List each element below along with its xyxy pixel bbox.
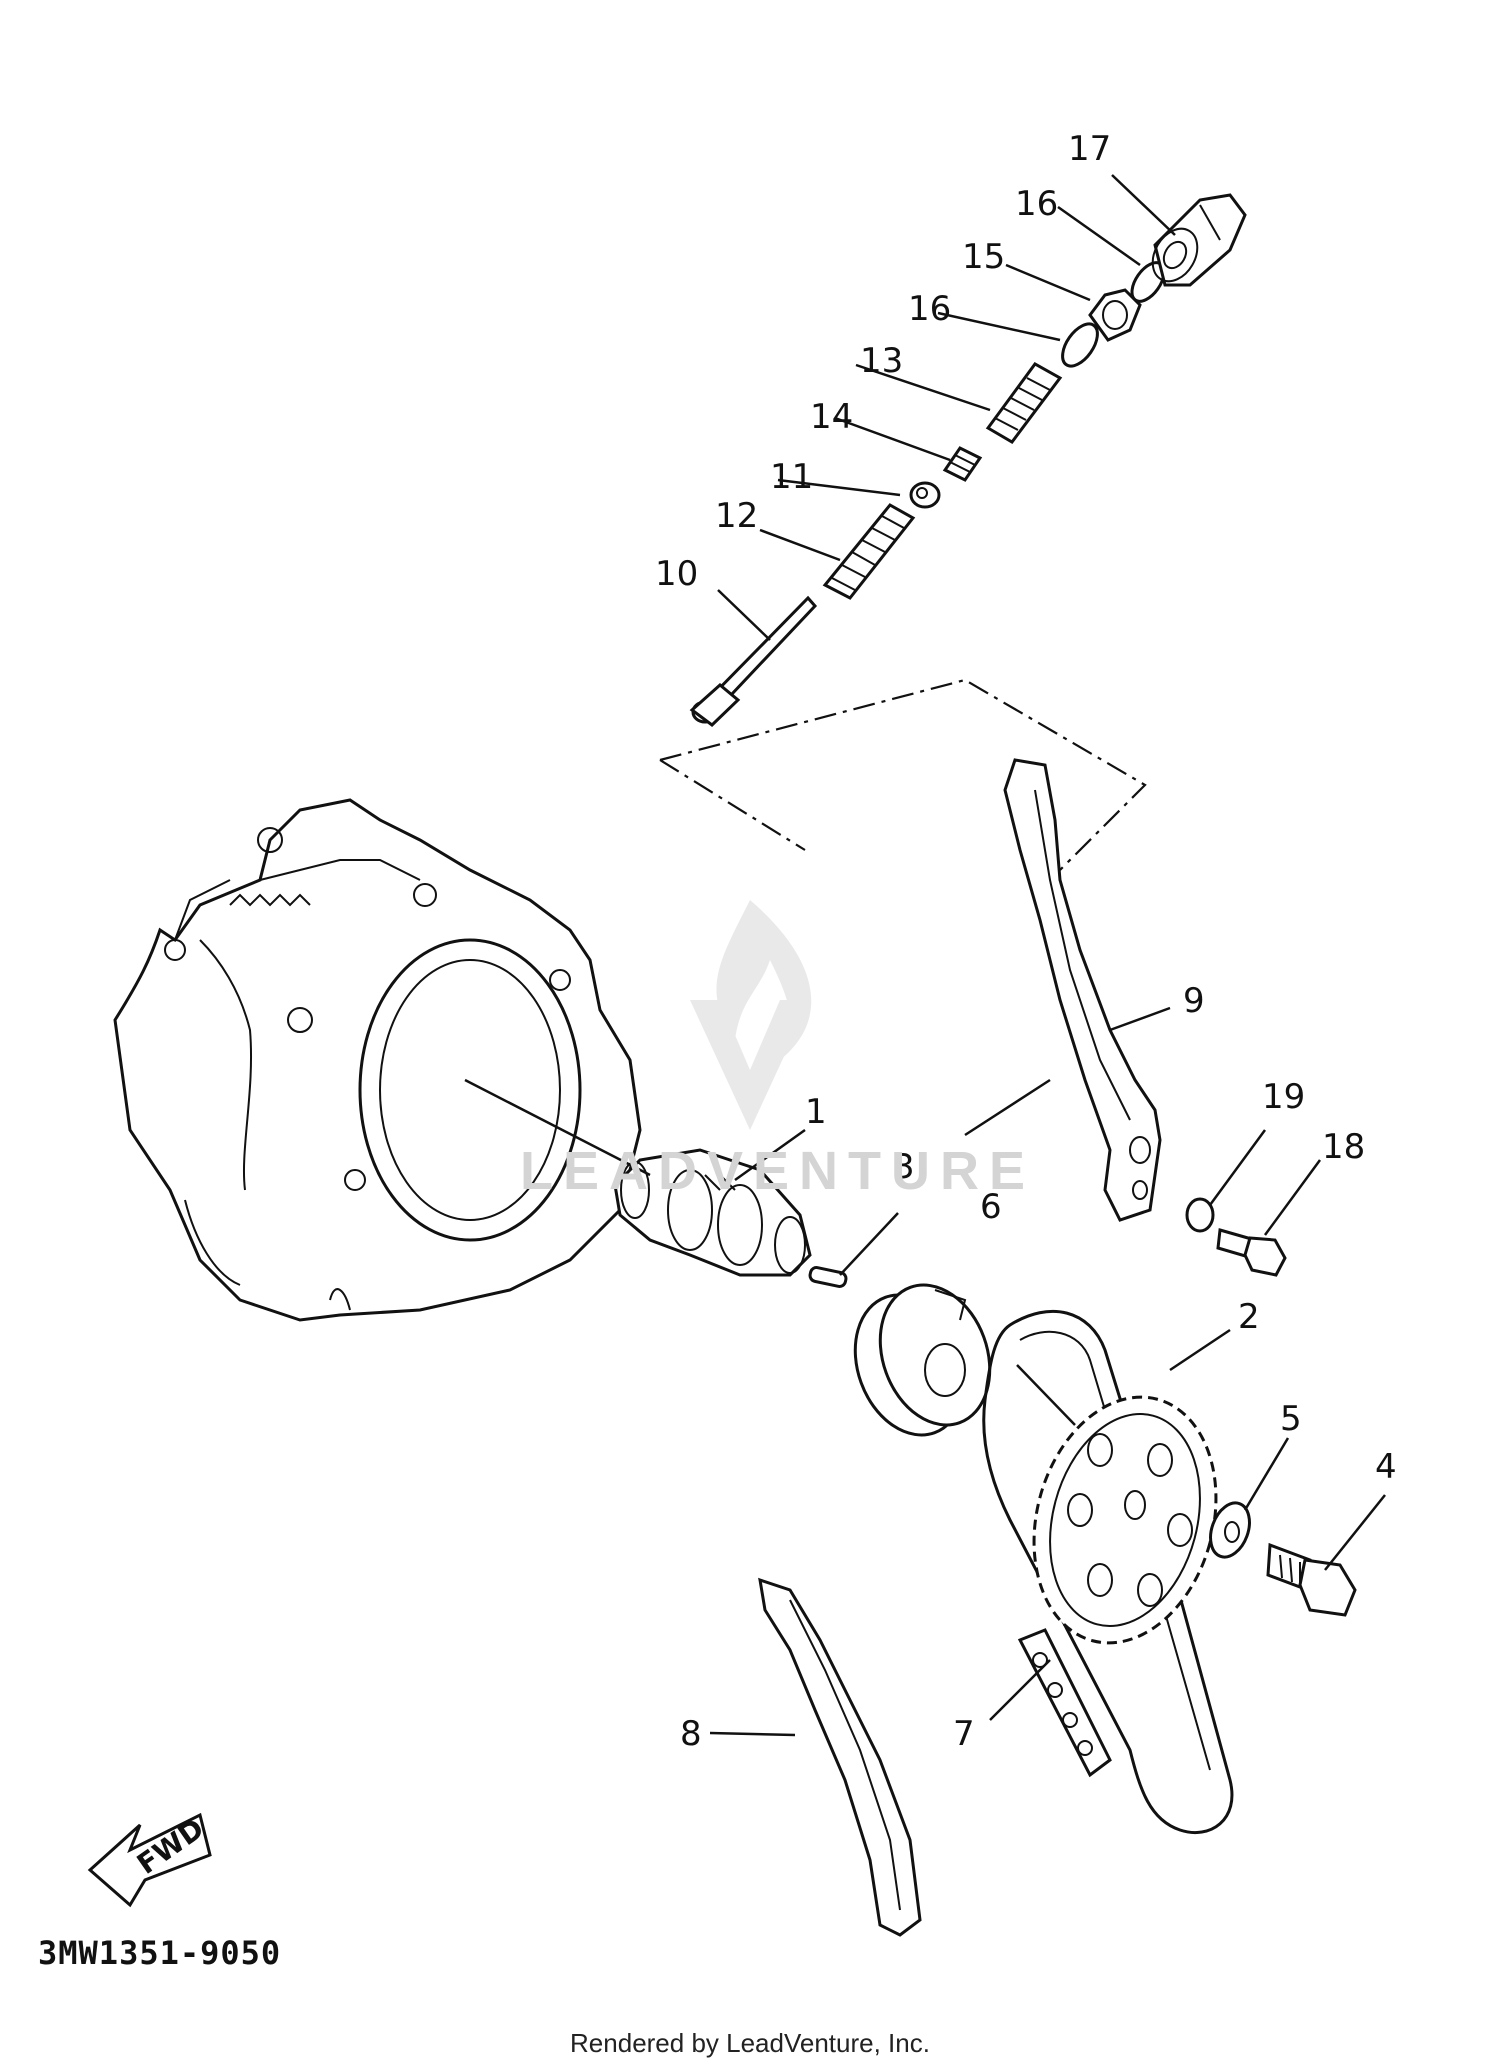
- o-ring-lower: [1061, 322, 1099, 368]
- callout-15: 15: [962, 237, 1005, 277]
- fwd-arrow-icon: FWD: [87, 1812, 212, 1908]
- callout-3: 3: [893, 1147, 915, 1187]
- cylinder-head: [113, 798, 642, 1322]
- callout-19: 19: [1262, 1077, 1305, 1117]
- tensioner-leader-box: [659, 678, 1147, 871]
- dowel-pin: [808, 1266, 848, 1288]
- camshaft: [613, 1148, 812, 1277]
- callout-16-upper: 16: [1015, 184, 1058, 224]
- sprocket-bolt: [1266, 1542, 1357, 1617]
- callout-10: 10: [655, 554, 698, 594]
- leader-lines: [464, 174, 1386, 1737]
- callout-17: 17: [1068, 129, 1111, 169]
- render-credit: Rendered by LeadVenture, Inc.: [570, 2028, 930, 2058]
- washer: [1209, 1501, 1251, 1559]
- tensioner-ball: [909, 481, 941, 509]
- tensioner-spring-tiny: [942, 446, 983, 482]
- timing-chain: [982, 1309, 1234, 1835]
- callout-7: 7: [953, 1714, 975, 1754]
- cam-sprocket: [1032, 1395, 1218, 1645]
- watermark-text: LEADVENTURE: [520, 1141, 1036, 1201]
- cam-plate: [853, 1283, 992, 1437]
- guide-bolt: [1216, 1228, 1287, 1277]
- callout-18: 18: [1322, 1127, 1365, 1167]
- chain-guide-rear: [1003, 758, 1162, 1222]
- callout-14: 14: [810, 397, 853, 437]
- tensioner-cap-nut: [1088, 288, 1142, 342]
- callout-2: 2: [1238, 1297, 1260, 1337]
- callout-13: 13: [860, 341, 903, 381]
- callout-1: 1: [805, 1092, 827, 1132]
- callout-4: 4: [1375, 1447, 1397, 1487]
- callout-12: 12: [715, 496, 758, 536]
- callout-5: 5: [1280, 1399, 1302, 1439]
- callout-6: 6: [980, 1187, 1002, 1227]
- guide-washer: [1185, 1197, 1215, 1233]
- tensioner-spring-small: [822, 503, 916, 600]
- chain-guide-front: [758, 1577, 922, 1937]
- tensioner-body: [1151, 193, 1247, 287]
- tensioner-spring-main: [985, 362, 1063, 444]
- callout-16-lower: 16: [908, 289, 951, 329]
- callout-8: 8: [680, 1714, 702, 1754]
- tensioner-rod: [689, 595, 818, 727]
- watermark-logo: [690, 900, 812, 1130]
- chain-guide-front-rib: [789, 1599, 901, 1911]
- chain-segment: [1017, 1628, 1112, 1778]
- drawing-code: 3MW1351-9050: [38, 1934, 282, 1972]
- callout-11: 11: [770, 457, 813, 497]
- callout-9: 9: [1183, 981, 1205, 1021]
